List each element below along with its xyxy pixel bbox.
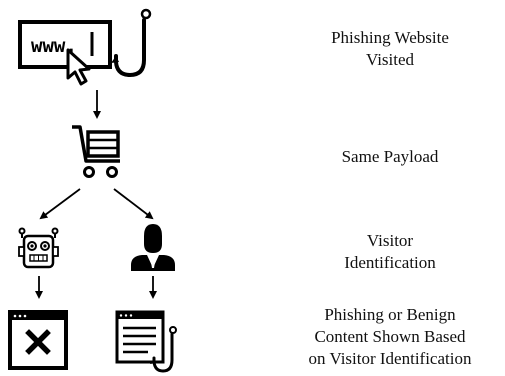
robot-icon [18,227,59,269]
label-content-shown: Phishing or Benign Content Shown Based o… [308,305,472,368]
arrow-to-person [113,188,154,220]
cursor-icon [66,48,91,86]
blocked-page-icon [8,310,68,370]
label-same-payload: Same Payload [341,147,439,166]
arrow-to-robot [39,188,81,220]
label-visitor-identification: Visitor Identification [344,231,436,272]
content-page-hook-icon [115,310,177,373]
label-phishing-website-visited: Phishing Website Visited [331,28,449,69]
phishing-website-icon: www. [18,8,152,86]
person-icon [131,224,175,271]
url-text: www. [31,35,77,57]
shopping-cart-icon [72,125,120,178]
fishing-hook-icon [114,18,146,78]
